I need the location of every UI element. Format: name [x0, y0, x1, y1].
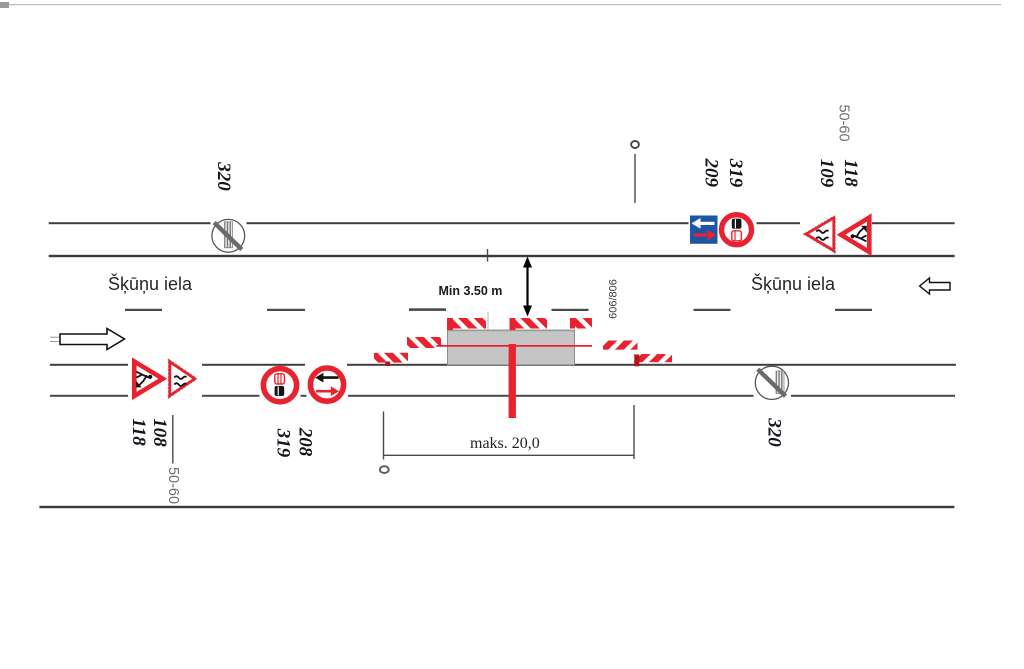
svg-text:118: 118	[128, 418, 149, 446]
svg-text:50-60: 50-60	[836, 104, 852, 141]
svg-text:320: 320	[213, 161, 234, 191]
svg-text:319: 319	[273, 428, 294, 458]
svg-text:Šķūņu iela: Šķūņu iela	[108, 273, 193, 294]
svg-text:109: 109	[816, 159, 837, 188]
svg-text:209: 209	[700, 158, 721, 188]
svg-text:108: 108	[149, 418, 170, 447]
svg-text:208: 208	[295, 427, 316, 457]
svg-text:320: 320	[763, 417, 784, 447]
svg-text:50-60: 50-60	[165, 467, 181, 504]
svg-text:606/806: 606/806	[608, 279, 620, 319]
svg-text:Šķūņu iela: Šķūņu iela	[751, 273, 836, 294]
svg-text:118: 118	[840, 159, 861, 187]
svg-text:Min 3.50 m: Min 3.50 m	[439, 284, 503, 298]
svg-text:319: 319	[725, 158, 746, 188]
svg-text:maks. 20,0: maks. 20,0	[470, 435, 540, 452]
